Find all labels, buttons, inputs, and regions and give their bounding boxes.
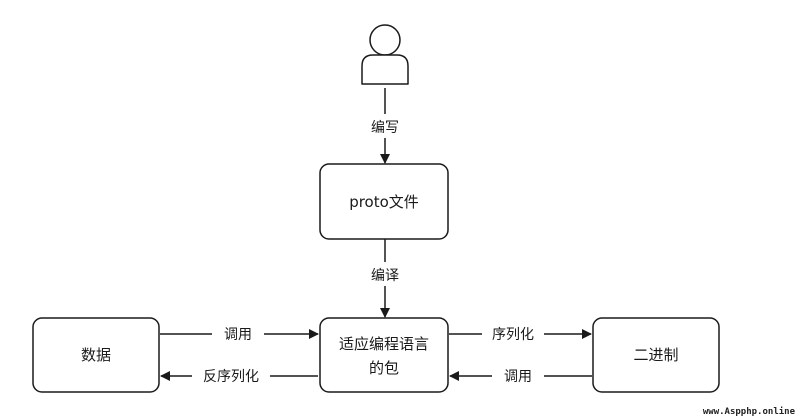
- user-icon: [361, 24, 409, 85]
- node-proto-file: proto文件: [319, 163, 449, 240]
- node-language-package-line2: 的包: [369, 359, 399, 377]
- node-language-package-line1: 适应编程语言: [339, 335, 429, 353]
- node-data-label: 数据: [81, 346, 111, 364]
- node-binary: 二进制: [592, 317, 720, 393]
- edge-label-invoke-right: 调用: [504, 369, 532, 385]
- edge-label-serialize: 序列化: [492, 327, 534, 343]
- node-data: 数据: [32, 317, 160, 393]
- edge-label-compile: 编译: [371, 268, 399, 284]
- node-binary-label: 二进制: [633, 346, 678, 364]
- watermark: www.Aspphp.online: [703, 406, 796, 417]
- node-proto-file-label: proto文件: [349, 193, 419, 211]
- edge-label-write: 编写: [371, 120, 399, 136]
- edge-label-deserialize: 反序列化: [203, 369, 259, 385]
- node-language-package: 适应编程语言 的包: [319, 317, 449, 393]
- edge-label-invoke-left: 调用: [224, 327, 252, 343]
